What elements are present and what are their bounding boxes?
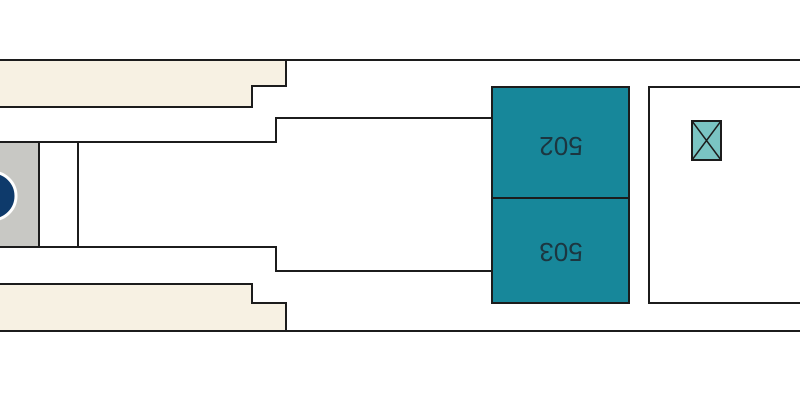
cabin-502[interactable] (491, 86, 630, 199)
right-room (648, 86, 800, 304)
crossed-box-icon (691, 120, 722, 161)
upper-cream-area (0, 59, 287, 108)
cabin-502-label: 502 (539, 131, 582, 161)
cabin-503[interactable] (491, 197, 630, 304)
cabin-503-label: 503 (539, 237, 582, 267)
lower-cream-area (0, 283, 287, 332)
navy-circle-icon (0, 171, 18, 221)
small-room (37, 141, 79, 248)
